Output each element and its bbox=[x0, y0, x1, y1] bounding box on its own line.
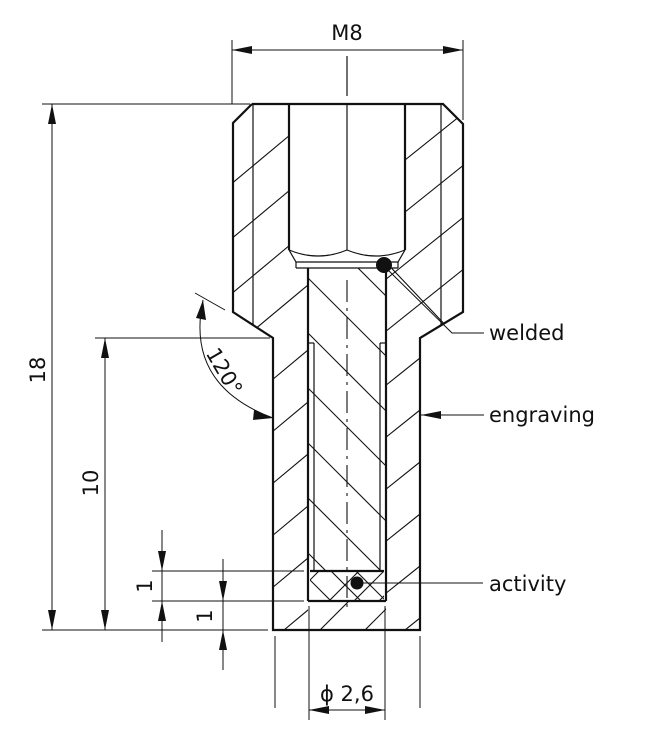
callout-welded: welded bbox=[385, 267, 565, 345]
callout-activity: activity bbox=[357, 572, 566, 596]
angle-label: 120° bbox=[201, 344, 247, 400]
activity-label: activity bbox=[489, 572, 566, 596]
layer-1-label: 1 bbox=[133, 579, 157, 592]
dimension-total-height: 18 bbox=[26, 103, 268, 631]
dimension-m8: M8 bbox=[231, 21, 464, 120]
dimension-shank-height: 10 bbox=[79, 337, 270, 630]
body-outline bbox=[231, 102, 465, 632]
total-height-label: 18 bbox=[26, 357, 50, 384]
shank-height-label: 10 bbox=[79, 470, 103, 497]
callout-engraving: engraving bbox=[420, 403, 595, 427]
dimension-diameter: ϕ 2,6 bbox=[274, 606, 421, 720]
weld-point-icon bbox=[376, 257, 392, 273]
dimension-layers: 1 1 bbox=[133, 530, 304, 670]
section-hatching bbox=[233, 104, 463, 630]
welded-label: welded bbox=[489, 321, 565, 345]
diameter-label: ϕ 2,6 bbox=[320, 682, 374, 706]
thread-label: M8 bbox=[331, 21, 362, 45]
layer-2-label: 1 bbox=[193, 609, 217, 622]
engraving-label: engraving bbox=[489, 403, 595, 427]
